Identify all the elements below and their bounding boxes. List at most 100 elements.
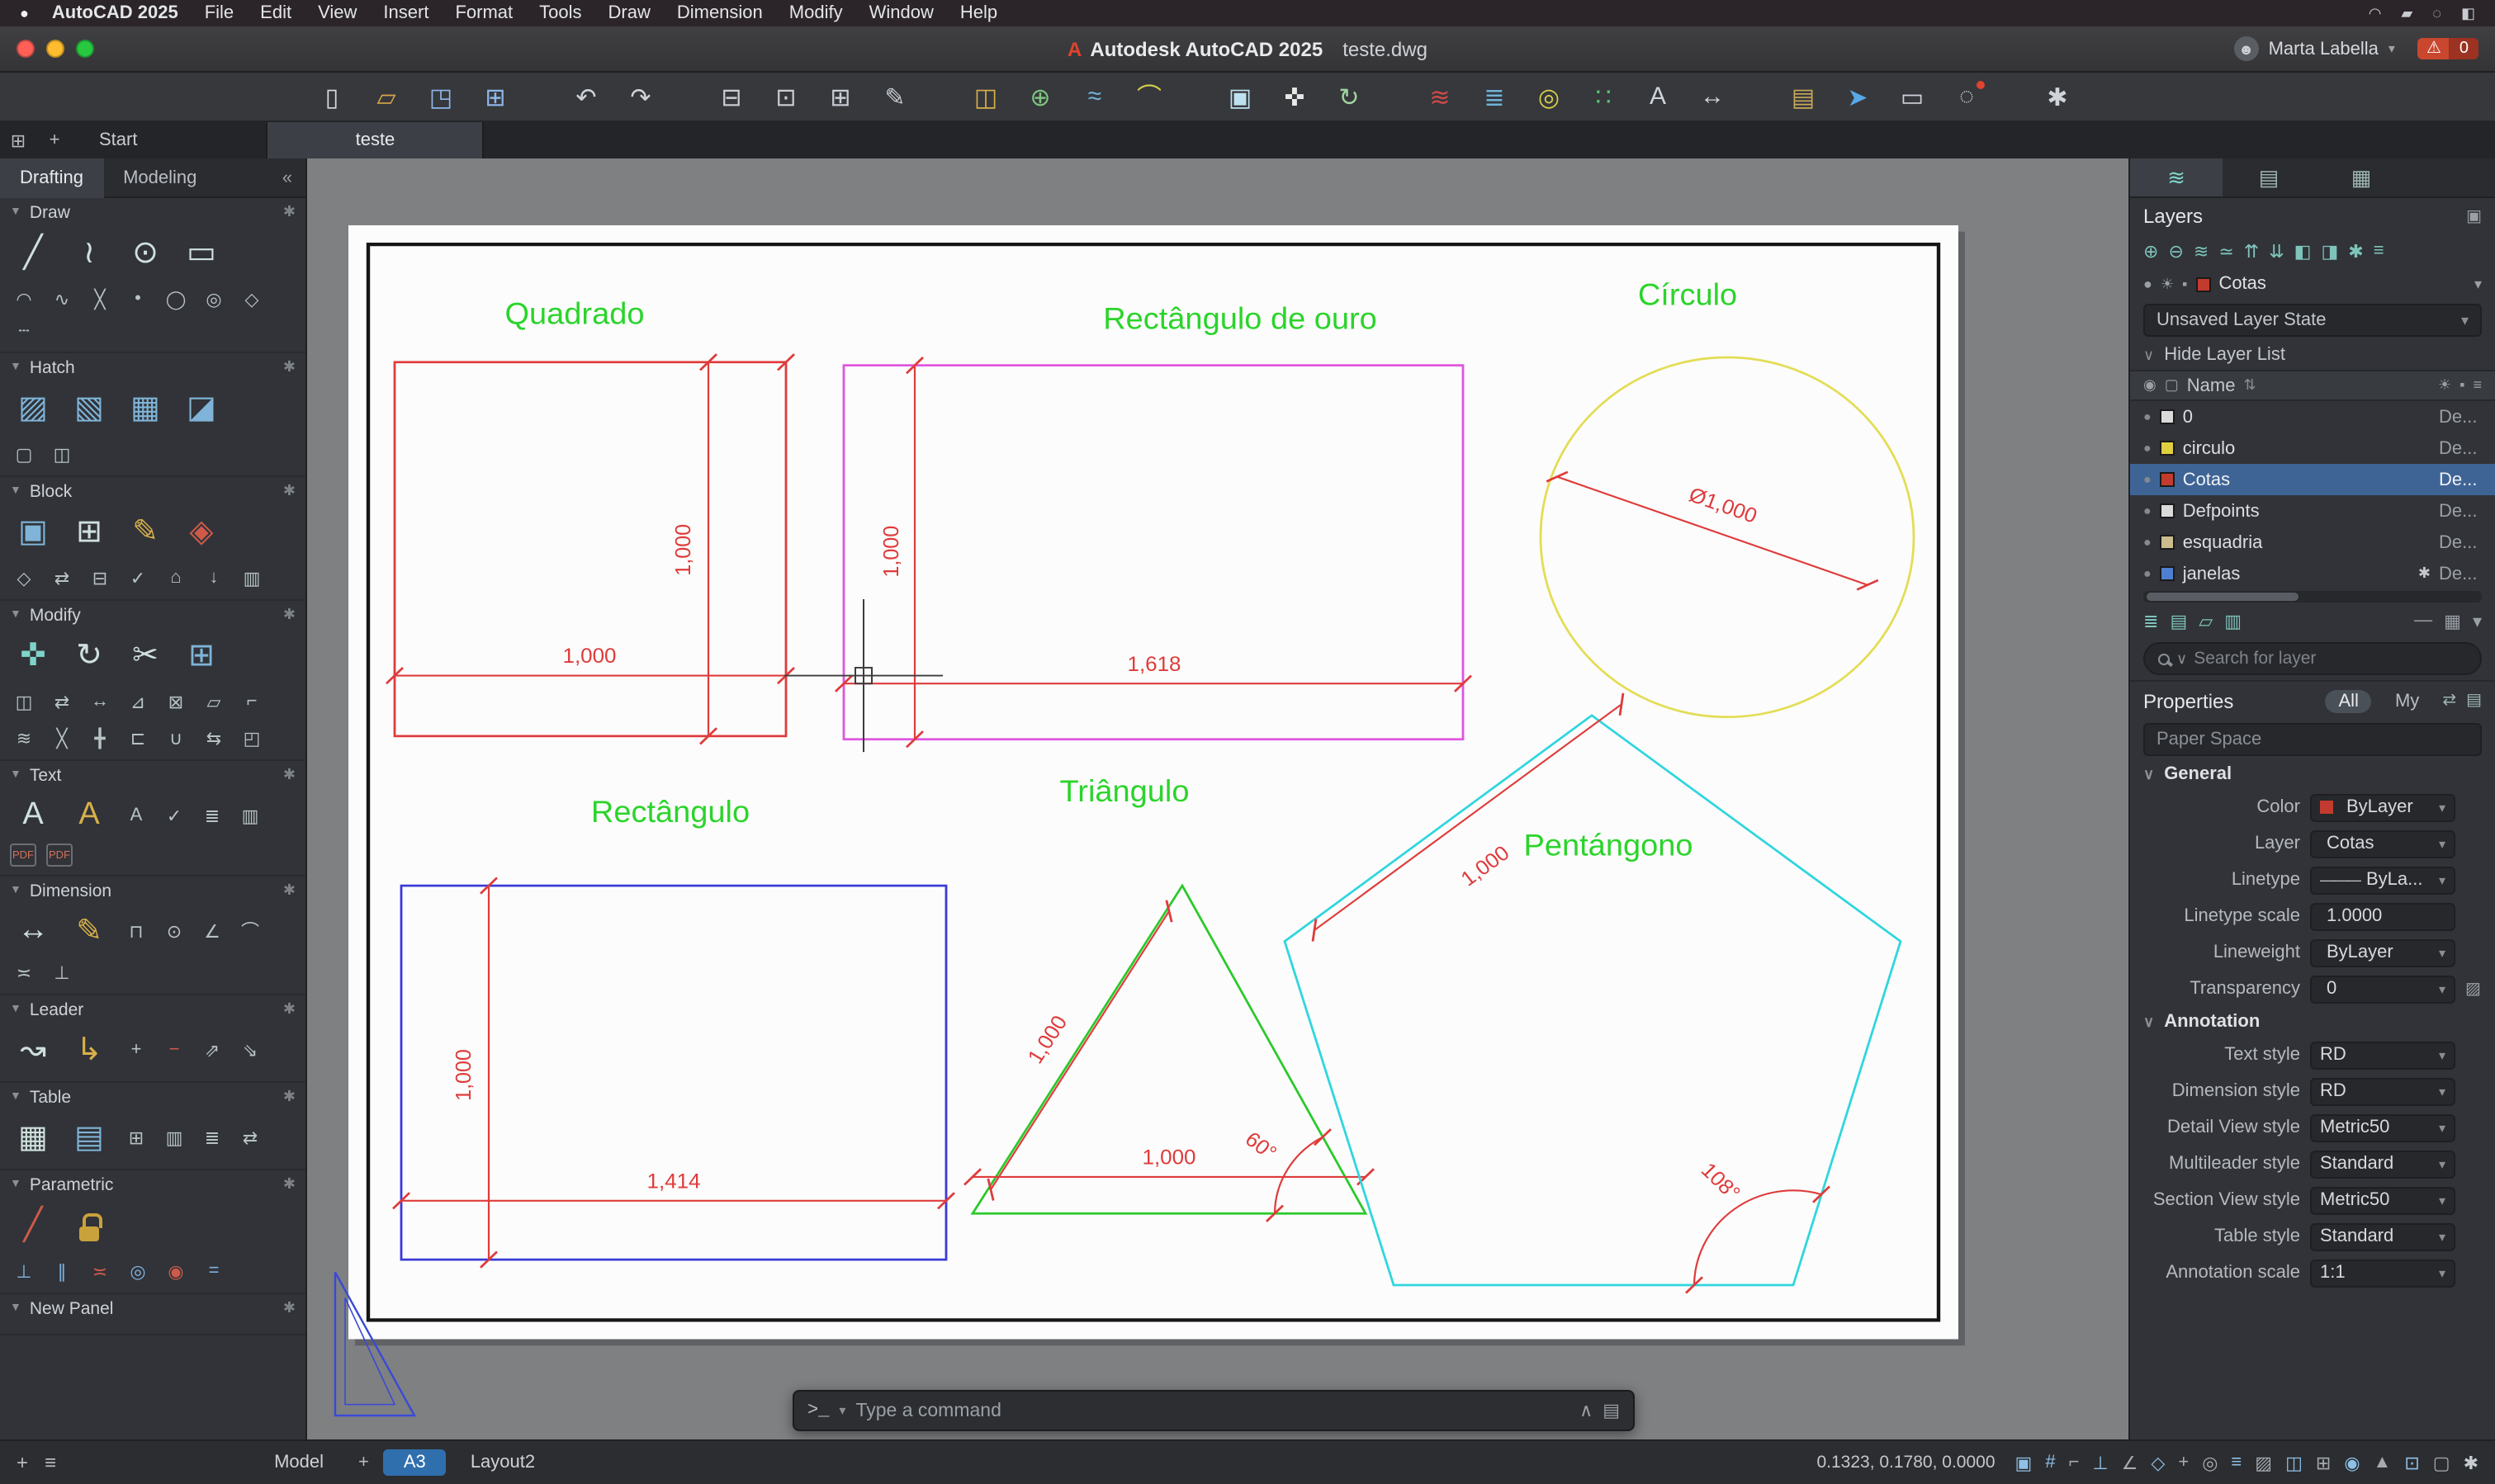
palette-section-header[interactable]: ▼ Block ✱ bbox=[0, 477, 305, 505]
layer-visibility-icon[interactable]: ● bbox=[2143, 409, 2152, 424]
match-properties-icon[interactable]: ≈ bbox=[1077, 78, 1113, 115]
search-scope-chevron-icon[interactable]: ∨ bbox=[2176, 650, 2187, 668]
table-style-icon[interactable]: ▤ bbox=[66, 1114, 112, 1160]
command-history-icon[interactable]: ∧ bbox=[1579, 1400, 1593, 1421]
hamburger-menu-icon[interactable]: ≡ bbox=[45, 1451, 56, 1474]
menu-item[interactable]: Dimension bbox=[677, 3, 763, 23]
lineweight-icon[interactable]: ≡ bbox=[2231, 1452, 2242, 1473]
menu-item[interactable]: Help bbox=[960, 3, 997, 23]
gear-icon[interactable]: ✱ bbox=[283, 482, 296, 500]
layer-color-swatch[interactable] bbox=[2160, 441, 2175, 456]
insert-block-icon[interactable]: ▣ bbox=[10, 508, 56, 555]
divide-icon[interactable]: ┄ bbox=[10, 317, 38, 343]
palette-section-header[interactable]: ▼ Modify ✱ bbox=[0, 601, 305, 629]
open-file-icon[interactable]: ▱ bbox=[368, 78, 405, 115]
palette-section-header[interactable]: ▼ Table ✱ bbox=[0, 1083, 305, 1111]
property-value-dropdown[interactable]: Standard ▾ bbox=[2310, 1222, 2455, 1250]
dim-triangle-base[interactable]: 1,000 bbox=[1142, 1146, 1195, 1169]
manage-attributes-icon[interactable]: ◈ bbox=[178, 508, 225, 555]
plot-style-icon[interactable]: ✎ bbox=[877, 78, 913, 115]
recent-commands-icon[interactable]: ▤ bbox=[1603, 1400, 1620, 1421]
polyline-icon[interactable]: ≀ bbox=[66, 229, 112, 276]
dim-golden-height[interactable]: 1,000 bbox=[880, 526, 904, 578]
user-menu-chevron-icon[interactable]: ▾ bbox=[2388, 41, 2395, 56]
gear-icon[interactable]: ✱ bbox=[283, 881, 296, 900]
palette-section-header[interactable]: ▼ Text ✱ bbox=[0, 761, 305, 789]
paper-model-icon[interactable]: ▣ bbox=[2015, 1452, 2033, 1473]
battery-icon[interactable]: ▰ bbox=[2401, 4, 2412, 22]
rotate-icon[interactable]: ↻ bbox=[66, 632, 112, 678]
gear-icon[interactable]: ✱ bbox=[283, 1299, 296, 1317]
dim-radius-icon[interactable]: ⊙ bbox=[160, 918, 188, 944]
layer-row[interactable]: ● esquadria De... bbox=[2130, 527, 2495, 558]
table-link-icon[interactable]: ⇄ bbox=[236, 1124, 264, 1151]
circle-icon[interactable]: ⊙ bbox=[122, 229, 168, 276]
command-menu-chevron-icon[interactable]: ▾ bbox=[839, 1403, 845, 1418]
file-tabs-grid-icon[interactable]: ⊞ bbox=[0, 122, 36, 158]
table-export-icon[interactable]: ≣ bbox=[198, 1124, 226, 1151]
property-value-dropdown[interactable]: 1.0000 bbox=[2310, 902, 2455, 930]
palette-section-header[interactable]: ▼ Parametric ✱ bbox=[0, 1170, 305, 1198]
annotation-scale-icon[interactable]: ▲ bbox=[2374, 1452, 2392, 1473]
label-pentagono[interactable]: Pentángono bbox=[1524, 828, 1693, 862]
block-table-icon[interactable]: ▥ bbox=[238, 565, 266, 591]
copy-icon[interactable]: ◫ bbox=[968, 78, 1004, 115]
layer-isolate-icon[interactable]: ◧ bbox=[2294, 240, 2312, 262]
property-value-dropdown[interactable]: 0 ▾ bbox=[2310, 975, 2455, 1003]
offset-icon[interactable]: ⇄ bbox=[48, 688, 76, 715]
osnap-icon[interactable]: ◇ bbox=[2151, 1452, 2165, 1473]
quick-select-icon[interactable]: ⇄ bbox=[2442, 692, 2456, 710]
current-layer-row[interactable]: ● ☀ ▪ Cotas ▾ bbox=[2130, 267, 2495, 300]
drawing-area[interactable]: Quadrado Rectângulo de ouro Círculo Rect… bbox=[307, 158, 2128, 1439]
snap-icon[interactable]: ⌐ bbox=[2069, 1452, 2080, 1473]
align-leaders-icon[interactable]: ⇗ bbox=[198, 1037, 226, 1063]
layer-row[interactable]: ● circulo De... bbox=[2130, 432, 2495, 464]
gear-icon[interactable]: ✱ bbox=[283, 766, 296, 784]
property-value-dropdown[interactable]: RD ▾ bbox=[2310, 1077, 2455, 1105]
dim-linear-icon[interactable]: ↔ bbox=[10, 908, 56, 954]
panel-dock-icon[interactable]: ▣ bbox=[2466, 207, 2482, 225]
pdf-export-icon[interactable]: PDF bbox=[46, 844, 73, 867]
spline-icon[interactable]: ∿ bbox=[48, 286, 76, 312]
user-avatar-icon[interactable]: ☻ bbox=[2234, 36, 2259, 61]
dim-angular-icon[interactable]: ∠ bbox=[198, 918, 226, 944]
command-input[interactable] bbox=[855, 1401, 1569, 1420]
section-annotation[interactable]: ∨ Annotation bbox=[2130, 1007, 2495, 1037]
property-value-dropdown[interactable]: ——— ByLa... ▾ bbox=[2310, 866, 2455, 894]
palette-section-header[interactable]: ▼ New Panel ✱ bbox=[0, 1294, 305, 1322]
otrack-icon[interactable]: + bbox=[2178, 1452, 2189, 1473]
fix-constraint-icon[interactable]: = bbox=[200, 1258, 228, 1284]
palette-section-header[interactable]: ▼ Draw ✱ bbox=[0, 198, 305, 226]
hatch-icon[interactable]: ▨ bbox=[10, 385, 56, 431]
tab-model[interactable]: Model bbox=[254, 1449, 343, 1476]
selection-cycling-icon[interactable]: ◫ bbox=[2285, 1452, 2303, 1473]
auto-constrain-lock-icon[interactable] bbox=[66, 1202, 112, 1248]
grid-icon[interactable]: # bbox=[2045, 1452, 2055, 1473]
dynamic-input-icon[interactable]: ⊞ bbox=[2316, 1452, 2331, 1473]
break-icon[interactable]: ╳ bbox=[48, 725, 76, 751]
label-rectangulo-de-ouro[interactable]: Rectângulo de ouro bbox=[1103, 301, 1377, 335]
label-rectangulo[interactable]: Rectângulo bbox=[591, 795, 750, 829]
export-block-icon[interactable]: ↓ bbox=[200, 565, 228, 591]
new-file-icon[interactable]: ▯ bbox=[314, 78, 350, 115]
trim-icon[interactable]: ✂ bbox=[122, 632, 168, 678]
tab-drafting[interactable]: Drafting bbox=[0, 158, 103, 197]
dimension-style-icon[interactable]: ↔ bbox=[1694, 78, 1730, 115]
tab-a3[interactable]: A3 bbox=[384, 1449, 446, 1476]
menu-item[interactable]: Tools bbox=[539, 3, 581, 23]
layer-search-box[interactable]: ∨ bbox=[2143, 642, 2482, 675]
single-text-icon[interactable]: A bbox=[66, 792, 112, 839]
send-icon[interactable]: ➤ bbox=[1839, 78, 1876, 115]
layer-filter-icon[interactable]: ▤ bbox=[2170, 610, 2187, 631]
ellipse-icon[interactable]: ◯ bbox=[162, 286, 190, 312]
layer-list-header[interactable]: ◉ ▢ Name ⇅ ☀ ▪ ≡ bbox=[2130, 370, 2495, 401]
property-value-dropdown[interactable]: Standard ▾ bbox=[2310, 1150, 2455, 1178]
label-circulo[interactable]: Círculo bbox=[1638, 277, 1737, 311]
stretch-icon[interactable]: ↔ bbox=[86, 688, 114, 715]
menu-column-icon[interactable]: ≡ bbox=[2473, 376, 2482, 395]
layer-visibility-icon[interactable]: ● bbox=[2143, 441, 2152, 456]
boundary-icon[interactable]: ▢ bbox=[10, 441, 38, 467]
lengthen-icon[interactable]: ╋ bbox=[86, 725, 114, 751]
columns-icon[interactable]: ▦ bbox=[2444, 610, 2461, 631]
annotation-visibility-icon[interactable]: ◉ bbox=[2344, 1452, 2360, 1473]
